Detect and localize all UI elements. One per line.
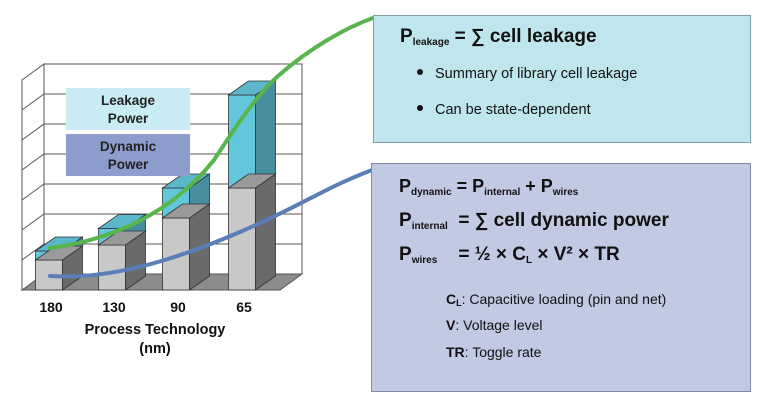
chart-curves [48,16,375,279]
x-tick-label: 65 [236,299,252,315]
legend-leakage-swatch [66,88,190,130]
dynamic-bar-top [161,203,211,219]
leakage-bar-top [97,214,147,229]
legend-dynamic-swatch [66,134,190,176]
dynamic-bar-top [227,173,277,189]
gridline [21,93,302,111]
dynamic-bar-top [34,245,84,261]
legend-leakage-label: Power [108,111,149,126]
dynamic-trend-line [48,168,374,279]
dynamic-equation: Pdynamic = Pinternal + Pwires [399,176,579,198]
dynamic-bar [227,173,277,291]
internal-equation: Pinternal = ∑ cell dynamic power [399,210,669,232]
x-tick-label: 180 [39,299,63,315]
x-axis-title: Process Technology [85,322,226,338]
leakage-bar [227,80,277,189]
wires-equation: Pwires = ½ × CL × V² × TR [399,244,620,266]
dynamic-bar-front [228,187,256,291]
dynamic-bar-front [98,244,126,291]
legend-dynamic-label: Dynamic [100,139,157,154]
leakage-trend-line [48,16,375,250]
definition-tr: TR: Toggle rate [446,344,542,360]
dynamic-bar-side [255,173,276,291]
dynamic-bar-top [97,230,147,246]
leakage-bullet: Summary of library cell leakage [417,66,637,82]
definition-cl: CL: Capacitive loading (pin and net) [446,291,667,308]
x-tick-label: 130 [102,299,126,315]
gridline [21,123,302,141]
gridline [21,213,302,231]
leakage-info-box: Pleakage = ∑ cell leakage Summary of lib… [373,15,751,143]
legend-dynamic-label: Power [108,157,149,172]
leakage-equation: Pleakage = ∑ cell leakage [400,26,597,48]
x-axis-title: (nm) [139,341,171,357]
definition-v: V: Voltage level [446,317,543,333]
dynamic-bar [97,230,147,291]
x-tick-label: 90 [170,299,186,315]
leakage-bullet: Can be state-dependent [417,102,591,118]
dynamic-info-box: Pdynamic = Pinternal + Pwires Pinternal … [371,163,751,392]
gridline [21,183,302,201]
legend-leakage-label: Leakage [101,93,156,108]
